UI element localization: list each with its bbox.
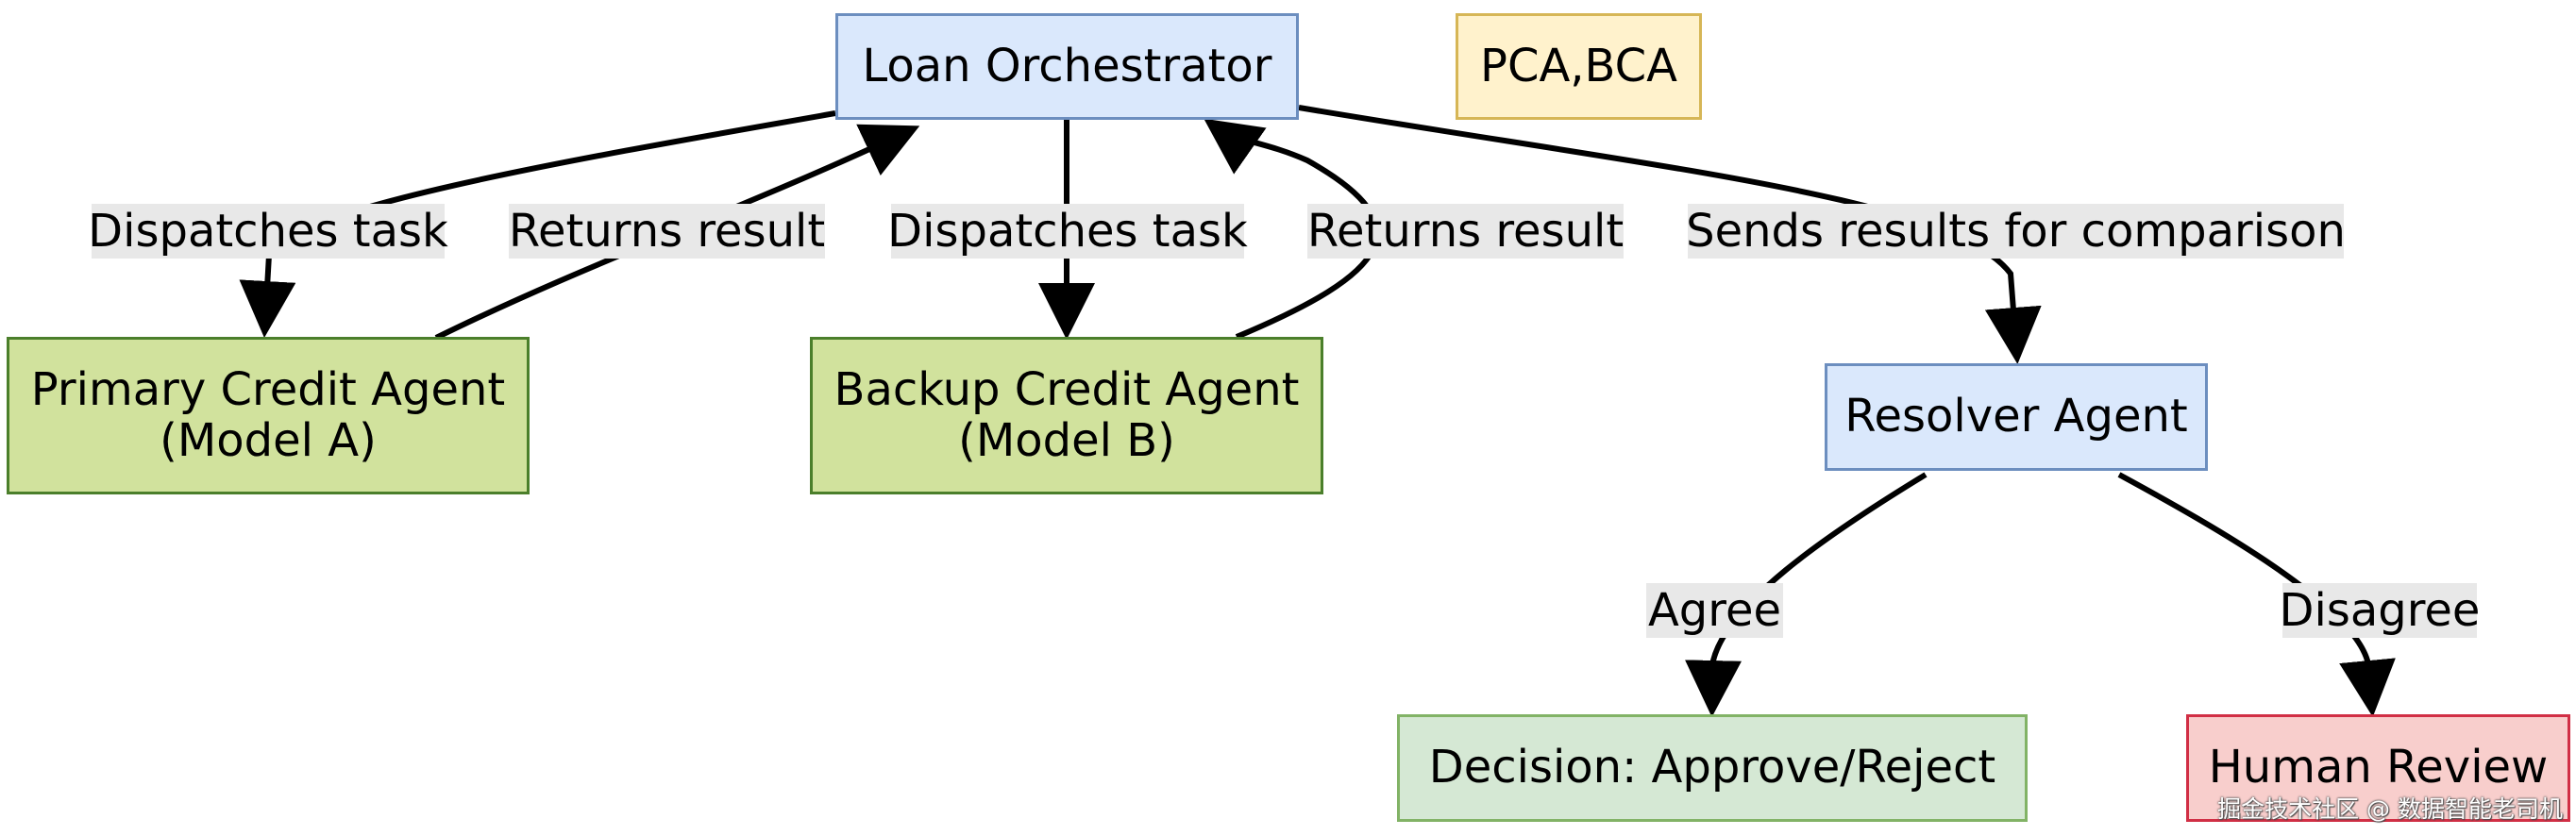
edge-disagree	[2117, 472, 2396, 717]
edge-label-disagree: Disagree	[2279, 583, 2481, 638]
node-backup-credit-agent-line-2: (Model B)	[958, 413, 1175, 467]
node-backup-credit-agent: Backup Credit Agent (Model B)	[810, 337, 1323, 494]
edge-agree	[1685, 472, 1928, 717]
node-decision: Decision: Approve/Reject	[1397, 714, 2028, 822]
node-pca-bca-line-1: PCA,BCA	[1480, 39, 1677, 92]
watermark-text: 掘金技术社区 @ 数据智能老司机	[2217, 795, 2563, 823]
node-backup-credit-agent-line-1: Backup Credit Agent	[833, 362, 1300, 416]
node-primary-credit-agent-line-1: Primary Credit Agent	[30, 362, 506, 416]
node-human-review: Human Review	[2186, 714, 2570, 822]
edge-label-agree: Agree	[1646, 583, 1783, 638]
node-human-review-line-1: Human Review	[2208, 741, 2549, 794]
node-loan-orchestrator: Loan Orchestrator	[835, 13, 1299, 120]
node-pca-bca: PCA,BCA	[1456, 13, 1702, 120]
edge-label-dispatch-primary: Dispatches task	[88, 204, 448, 259]
node-primary-credit-agent: Primary Credit Agent (Model A)	[7, 337, 530, 494]
node-resolver-agent-line-1: Resolver Agent	[1844, 390, 2188, 443]
edge-label-return-backup: Returns result	[1306, 204, 1625, 259]
node-decision-line-1: Decision: Approve/Reject	[1428, 741, 1996, 794]
node-loan-orchestrator-line-1: Loan Orchestrator	[862, 39, 1272, 92]
edge-label-send-resolver: Sends results for comparison	[1686, 204, 2346, 259]
edge-label-return-primary: Returns result	[508, 204, 826, 259]
node-primary-credit-agent-line-2: (Model A)	[160, 413, 377, 467]
edge-return-backup	[1204, 118, 1380, 340]
node-resolver-agent: Resolver Agent	[1825, 363, 2208, 471]
edge-label-dispatch-backup: Dispatches task	[887, 204, 1248, 259]
